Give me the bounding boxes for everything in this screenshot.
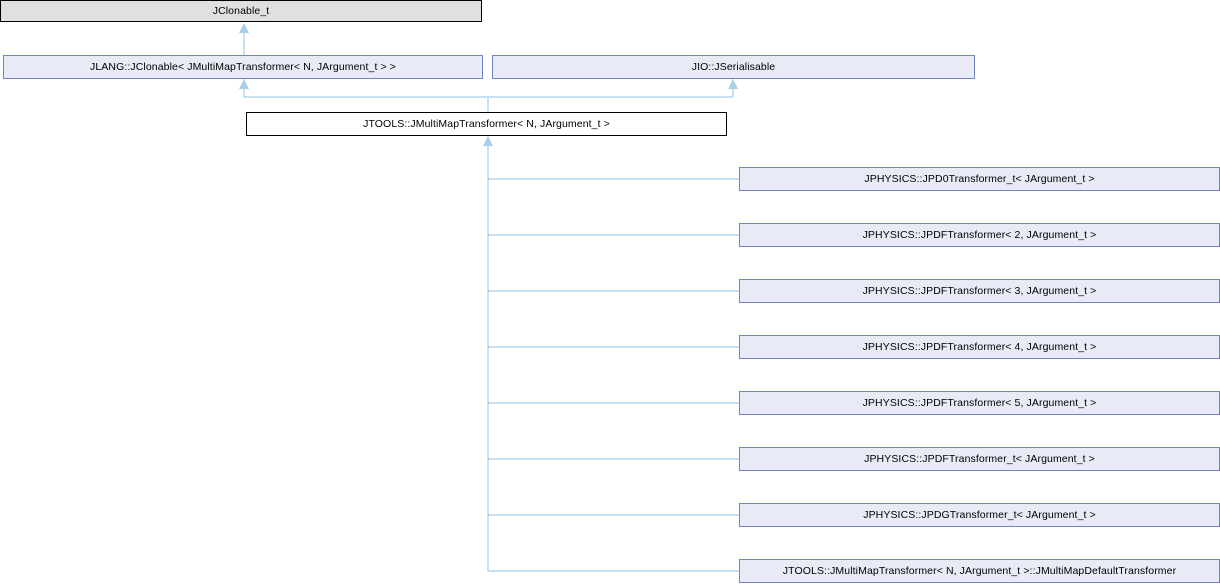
node-jphysics-jpdftransformer-4[interactable]: JPHYSICS::JPDFTransformer< 4, JArgument_…	[739, 335, 1220, 359]
node-jlang-jclonable[interactable]: JLANG::JClonable< JMultiMapTransformer< …	[3, 55, 483, 79]
arrowhead-focus-to-jlang	[239, 79, 249, 89]
node-label: JClonable_t	[212, 4, 270, 17]
node-label: JPHYSICS::JPDFTransformer< 3, JArgument_…	[862, 284, 1097, 297]
arrowhead-focus-to-jio	[728, 79, 738, 89]
node-label: JPHYSICS::JPDGTransformer_t< JArgument_t…	[863, 508, 1096, 521]
arrowhead-jlang-to-root	[239, 23, 249, 33]
node-jphysics-jpd0transformer-t[interactable]: JPHYSICS::JPD0Transformer_t< JArgument_t…	[739, 167, 1220, 191]
arrowhead-derived-to-focus	[483, 136, 493, 146]
node-label: JPHYSICS::JPDFTransformer< 2, JArgument_…	[862, 228, 1097, 241]
node-label: JPHYSICS::JPDFTransformer_t< JArgument_t…	[864, 452, 1095, 465]
node-jtools-jmultimaptransformer[interactable]: JTOOLS::JMultiMapTransformer< N, JArgume…	[246, 112, 727, 136]
node-jphysics-jpdftransformer-3[interactable]: JPHYSICS::JPDFTransformer< 3, JArgument_…	[739, 279, 1220, 303]
node-jclonable-t[interactable]: JClonable_t	[0, 0, 482, 22]
node-jphysics-jpdftransformer-2[interactable]: JPHYSICS::JPDFTransformer< 2, JArgument_…	[739, 223, 1220, 247]
node-label: JLANG::JClonable< JMultiMapTransformer< …	[90, 60, 396, 73]
node-label: JTOOLS::JMultiMapTransformer< N, JArgume…	[363, 117, 610, 130]
node-jphysics-jpdftransformer-t[interactable]: JPHYSICS::JPDFTransformer_t< JArgument_t…	[739, 447, 1220, 471]
node-jphysics-jpdftransformer-5[interactable]: JPHYSICS::JPDFTransformer< 5, JArgument_…	[739, 391, 1220, 415]
node-label: JPHYSICS::JPD0Transformer_t< JArgument_t…	[864, 172, 1095, 185]
node-label: JIO::JSerialisable	[691, 60, 776, 73]
node-jphysics-jpdgtransformer-t[interactable]: JPHYSICS::JPDGTransformer_t< JArgument_t…	[739, 503, 1220, 527]
node-label: JPHYSICS::JPDFTransformer< 5, JArgument_…	[862, 396, 1097, 409]
node-jtools-jmultimapdefaulttransformer[interactable]: JTOOLS::JMultiMapTransformer< N, JArgume…	[739, 559, 1220, 583]
node-label: JTOOLS::JMultiMapTransformer< N, JArgume…	[782, 564, 1177, 577]
node-label: JPHYSICS::JPDFTransformer< 4, JArgument_…	[862, 340, 1097, 353]
node-jio-jserialisable[interactable]: JIO::JSerialisable	[492, 55, 975, 79]
